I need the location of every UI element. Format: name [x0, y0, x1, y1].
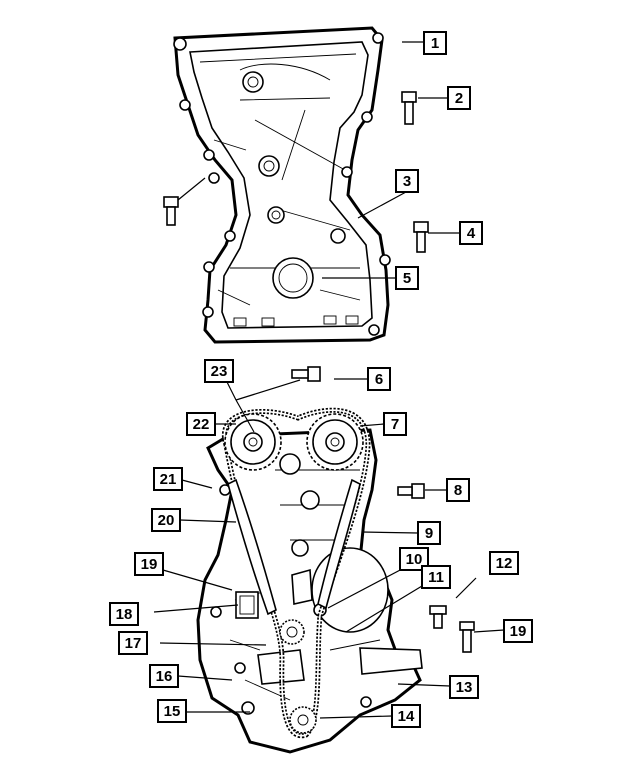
svg-text:19: 19: [510, 623, 527, 640]
crankshaft-nose-sprocket: [289, 706, 317, 734]
svg-text:22: 22: [193, 416, 210, 433]
chain-guide-left: [227, 478, 277, 616]
callout-17: 17: [118, 631, 148, 655]
bolt-8: [397, 483, 425, 499]
callout-5: 5: [395, 266, 419, 290]
svg-text:20: 20: [158, 512, 175, 529]
chain-guide-right: [317, 478, 361, 610]
svg-text:13: 13: [456, 679, 473, 696]
callout-3: 3: [395, 169, 419, 193]
callout-11: 11: [421, 565, 451, 589]
callout-12: 12: [489, 551, 519, 575]
callout-2: 2: [447, 86, 471, 110]
svg-text:10: 10: [406, 551, 423, 568]
chain-guide-center: [291, 568, 313, 605]
leader-lines: [153, 41, 505, 719]
callout-13: 13: [449, 675, 479, 699]
svg-text:2: 2: [455, 90, 463, 107]
svg-text:8: 8: [454, 482, 462, 499]
svg-text:4: 4: [467, 225, 476, 242]
callout-19-right: 19: [503, 619, 533, 643]
bolt-19: [459, 621, 475, 653]
callout-1: 1: [423, 31, 447, 55]
callout-14: 14: [391, 704, 421, 728]
callout-6: 6: [367, 367, 391, 391]
svg-text:5: 5: [403, 270, 411, 287]
bolt-left-cover: [163, 196, 179, 226]
crankshaft-sprocket: [279, 619, 305, 645]
svg-text:17: 17: [125, 635, 142, 652]
bolt-2: [401, 91, 417, 125]
svg-text:1: 1: [431, 35, 439, 52]
callout-19-left: 19: [134, 552, 164, 576]
bolt-6: [291, 366, 321, 382]
callout-18: 18: [109, 602, 139, 626]
svg-text:21: 21: [160, 471, 177, 488]
callout-7: 7: [383, 412, 407, 436]
svg-text:15: 15: [164, 703, 181, 720]
svg-text:16: 16: [156, 668, 173, 685]
chain-tensioner: [235, 591, 259, 619]
svg-text:3: 3: [403, 173, 411, 190]
timing-cover: [173, 26, 391, 344]
svg-text:14: 14: [398, 708, 415, 725]
svg-text:7: 7: [391, 416, 399, 433]
bolt-12: [429, 605, 447, 629]
callout-21: 21: [153, 467, 183, 491]
svg-text:11: 11: [428, 569, 444, 586]
svg-text:23: 23: [211, 363, 228, 380]
svg-text:9: 9: [425, 525, 433, 542]
svg-text:6: 6: [375, 371, 383, 388]
callout-22: 22: [186, 412, 216, 436]
callout-10: 10: [399, 547, 429, 571]
svg-text:18: 18: [116, 606, 133, 623]
callout-9: 9: [417, 521, 441, 545]
svg-text:12: 12: [496, 555, 513, 572]
camshaft-sprocket-exhaust: [306, 413, 364, 471]
callout-20: 20: [151, 508, 181, 532]
svg-text:19: 19: [141, 556, 158, 573]
bolt-4: [413, 221, 429, 253]
callout-16: 16: [149, 664, 179, 688]
camshaft-sprocket-intake: [224, 413, 282, 471]
callout-8: 8: [446, 478, 470, 502]
timing-chain: [221, 407, 371, 739]
callout-15: 15: [157, 699, 187, 723]
callout-4: 4: [459, 221, 483, 245]
callout-23: 23: [204, 359, 234, 383]
